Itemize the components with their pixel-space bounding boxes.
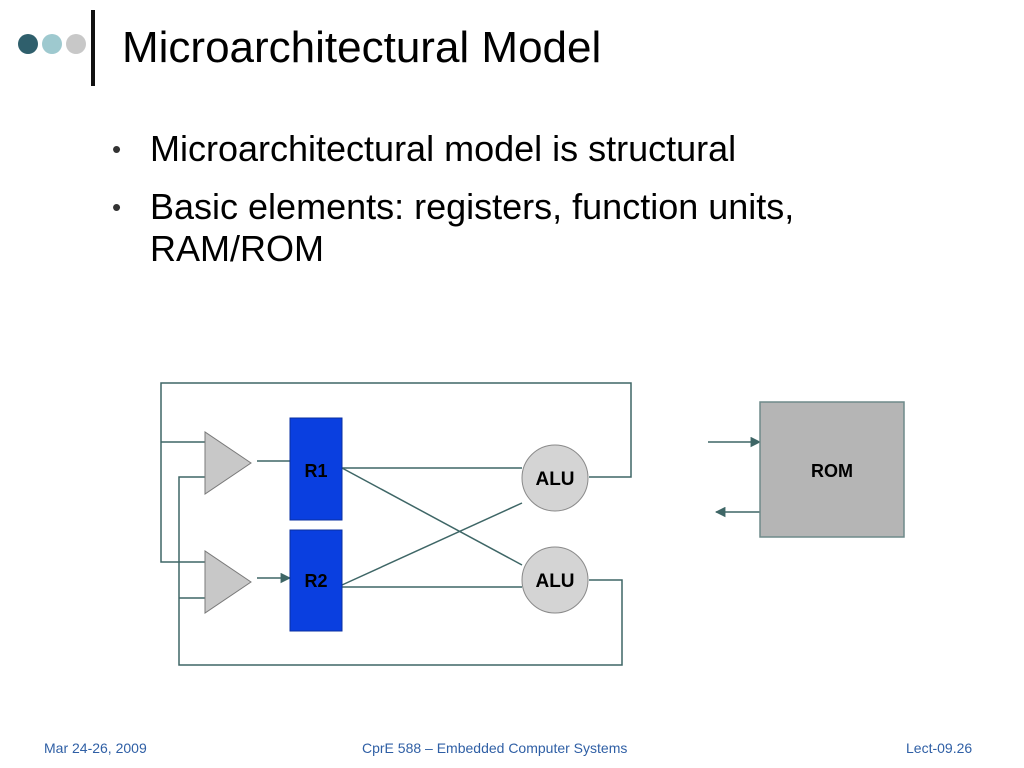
top-feedback-wire <box>160 382 632 563</box>
footer-lecture: Lect-09.26 <box>906 740 973 756</box>
bullet-text: Microarchitectural model is structural <box>150 128 737 169</box>
alu-bottom-label: ALU <box>535 571 574 592</box>
rom-label: ROM <box>811 461 853 481</box>
rom-block <box>759 401 905 538</box>
alu-top <box>521 444 589 512</box>
r1-to-alu2-wire <box>341 467 523 566</box>
bullet-item: • Basic elements: registers, function un… <box>110 186 950 270</box>
bullet-list: • Microarchitectural model is structural… <box>110 128 950 286</box>
footer-date: Mar 24-26, 2009 <box>44 740 147 756</box>
mux-top <box>204 431 252 495</box>
r2-to-alu1-wire <box>341 502 523 586</box>
dot-icon <box>66 34 86 54</box>
title-decoration-dots <box>18 34 88 54</box>
bullet-text: Basic elements: registers, function unit… <box>150 186 795 269</box>
alu-bottom <box>521 546 589 614</box>
dot-icon <box>18 34 38 54</box>
register-r1-label: R1 <box>304 461 327 481</box>
bullet-icon: • <box>112 192 122 222</box>
footer-course: CprE 588 – Embedded Computer Systems <box>362 740 628 756</box>
alu-top-label: ALU <box>535 469 574 490</box>
wires <box>160 382 762 666</box>
register-r2-label: R2 <box>304 571 327 591</box>
dot-icon <box>42 34 62 54</box>
title-divider <box>91 10 95 86</box>
bullet-item: • Microarchitectural model is structural <box>110 128 950 170</box>
slide-title: Microarchitectural Model <box>122 23 602 72</box>
register-r2 <box>289 529 343 632</box>
bullet-icon: • <box>112 134 122 164</box>
mux-bottom <box>204 550 252 614</box>
register-r1 <box>289 417 343 521</box>
bottom-feedback-wire <box>178 476 623 666</box>
